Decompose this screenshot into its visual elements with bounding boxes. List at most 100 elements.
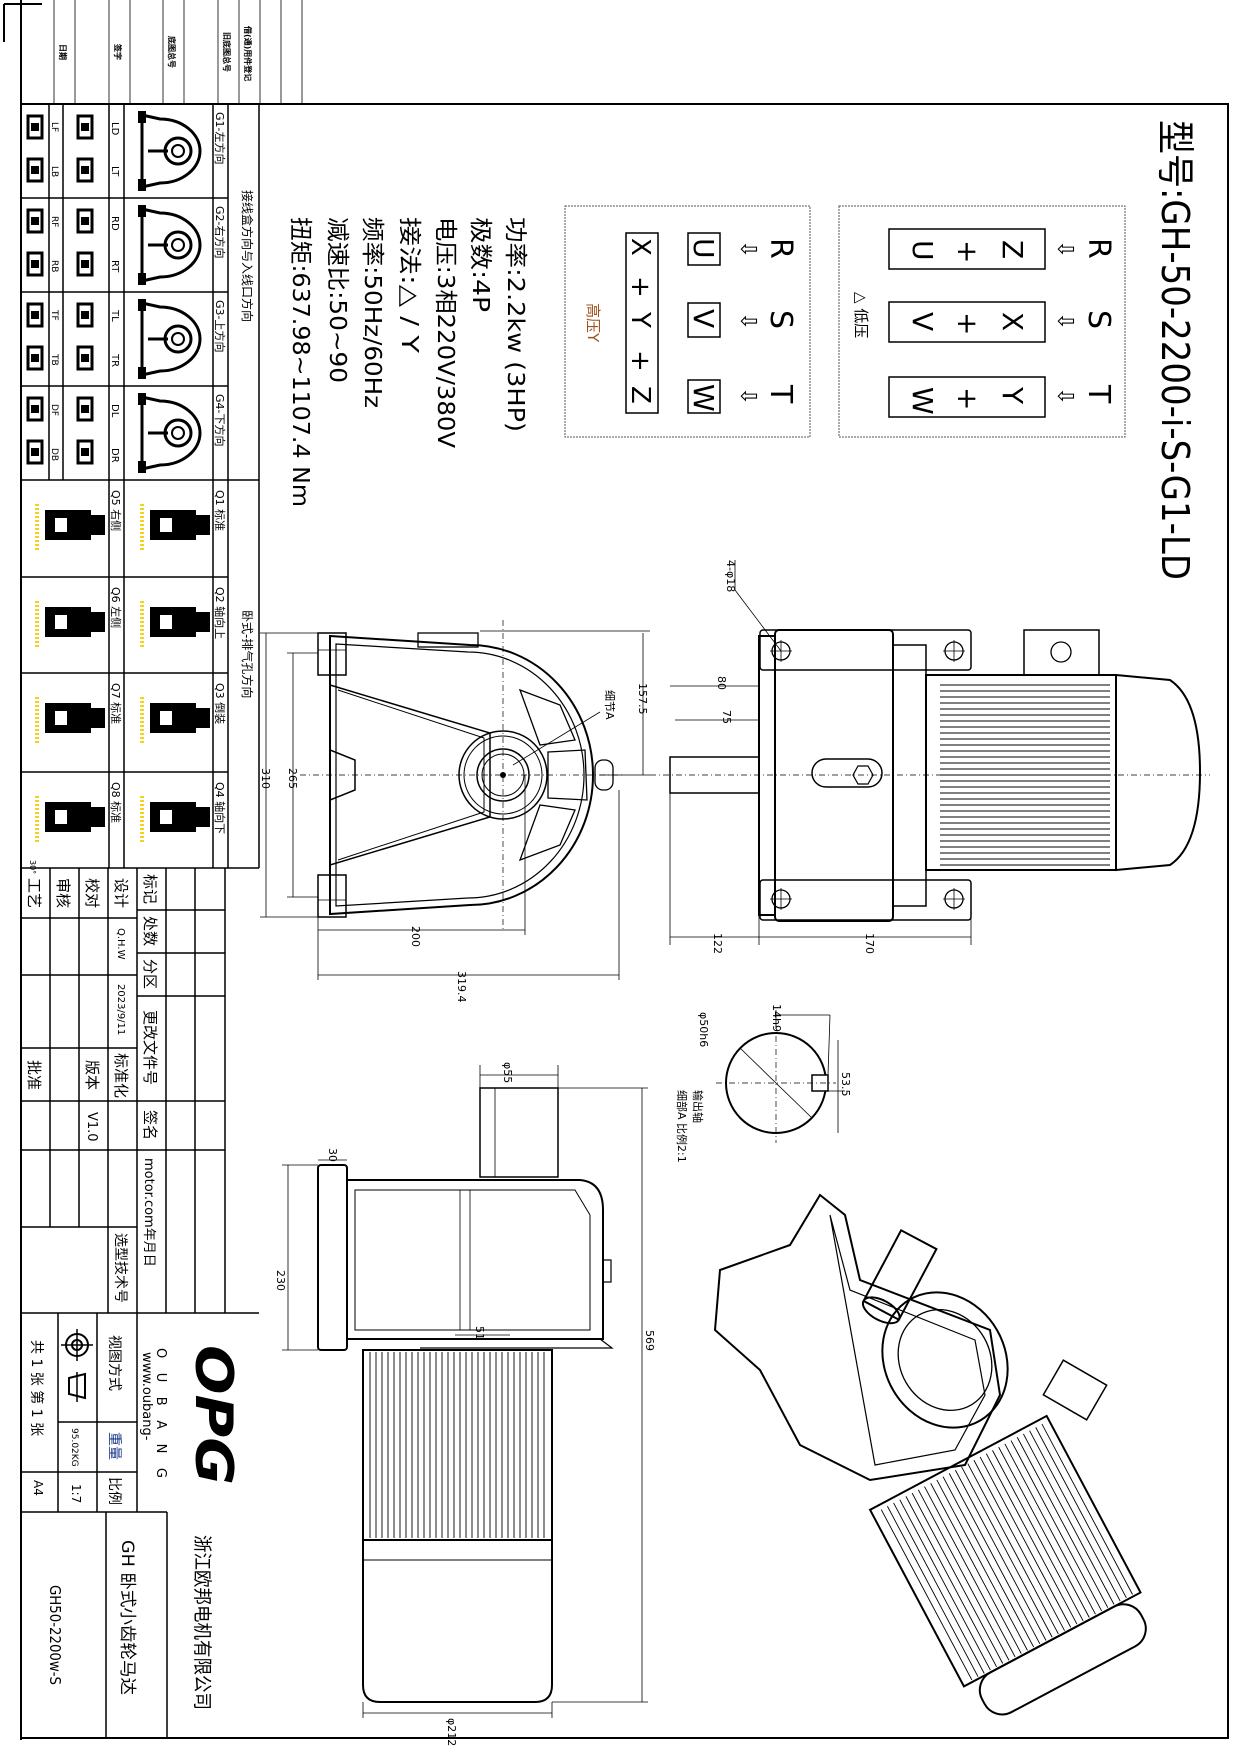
mounting-label: Q3 倒装 <box>213 683 226 724</box>
terminal-w: W <box>687 384 720 412</box>
terminal-box-icon <box>76 396 94 422</box>
logo-text: OPG <box>183 1345 243 1485</box>
terminal-u: U <box>687 238 720 259</box>
tb-check: 校对 <box>83 878 101 908</box>
position-code: RF <box>49 216 59 227</box>
tb-change-doc: 更改文件号 <box>141 1010 159 1085</box>
strip-borrow-register: 借(通)用件登记 <box>243 25 253 81</box>
phase-t: T <box>763 384 798 404</box>
terminal-box-icon <box>76 251 94 277</box>
tb-paper-size: A4 <box>31 1480 45 1496</box>
projection-symbol-icon <box>61 1329 93 1402</box>
tb-zone: 分区 <box>141 959 159 989</box>
plus: + <box>951 240 984 263</box>
plus: + <box>625 276 655 298</box>
position-code: LF <box>49 122 59 132</box>
terminal-box-icon <box>76 157 94 183</box>
spec-ratio: 减速比:50~90 <box>324 217 350 383</box>
spec-list: 功率:2.2kw (3HP) 极数:4P 电压:3相220V/380V 接法:△… <box>287 217 528 507</box>
detail-scale-label: 细部A 比例2:1 <box>675 1090 689 1163</box>
position-code: DL <box>109 404 120 418</box>
terminal-y: Y <box>625 311 655 328</box>
product-name: GH 卧式小齿轮马达 <box>117 1540 137 1695</box>
terminal-w: W <box>906 387 939 415</box>
dim-80: 80 <box>715 676 728 690</box>
dim-53-5: 53.5 <box>839 1072 852 1097</box>
dim-265: 265 <box>286 768 299 789</box>
wiring-low-voltage: R S T ⇩ ⇩ ⇩ Z + U X + V Y + W △ 低压 <box>838 205 1126 438</box>
tb-weight: 95.02KG <box>69 1428 79 1467</box>
position-code: TB <box>49 353 59 366</box>
strip-old-base-no: 旧底图总号 <box>222 32 232 72</box>
position-code: RT <box>109 260 120 273</box>
tb-design: 设计 <box>112 878 130 908</box>
dim-51: 51 <box>473 1326 486 1340</box>
spec-poles: 极数:4P <box>467 217 493 312</box>
terminal-x: X <box>996 312 1029 331</box>
horizontal-vent-title: 卧式-排气孔方向 <box>240 610 255 698</box>
arrow-down-icon: ⇩ <box>735 240 760 258</box>
strip-base-no: 底图总号 <box>167 35 177 68</box>
tb-approve: 批准 <box>25 1060 43 1090</box>
tb-weight-label: 重量 <box>106 1432 122 1460</box>
terminal-x: X <box>625 238 655 256</box>
mounting-row-g2: G2-右方向 RD RT RF RB <box>26 203 227 287</box>
plus: + <box>951 387 984 410</box>
motor-mount-icon <box>140 695 212 745</box>
dim-310: 310 <box>259 768 272 789</box>
motor-mount-icon <box>35 502 107 552</box>
tb-scale: 1:7 <box>69 1484 83 1503</box>
dim-30: 30 <box>326 1148 339 1162</box>
position-code: RB <box>49 260 59 272</box>
dim-phi50h6: φ50h6 <box>697 1012 710 1047</box>
brand-text: O U B A N G <box>153 1348 168 1478</box>
dim-holes: 4-φ18 <box>724 560 737 592</box>
position-code: TR <box>109 353 120 367</box>
title-block: 工艺 审核 校对 设计 标记 处数 分区 更改文件号 签名 Q.H.W 2023… <box>21 868 259 1738</box>
phase-r: R <box>1081 238 1116 259</box>
shaft-section-detail: 14h9 φ50h6 53.5 输出轴 细部A 比例2:1 <box>675 1004 852 1163</box>
dim-75: 75 <box>720 710 733 724</box>
motor-mount-icon <box>35 599 107 649</box>
angle-label: 30° <box>28 860 37 874</box>
drawing-frame <box>3 0 1229 1740</box>
mounting-label: Q1 标准 <box>213 490 227 531</box>
terminal-box-icon <box>26 157 44 183</box>
spec-voltage: 电压:3相220V/380V <box>432 217 458 448</box>
dim-122: 122 <box>711 933 724 954</box>
mounting-label: G2-右方向 <box>213 206 227 259</box>
terminal-v: V <box>687 309 720 328</box>
position-code: LD <box>109 122 120 136</box>
terminal-box-icon <box>26 396 44 422</box>
dim-319-4: 319.4 <box>455 971 468 1003</box>
tb-sign: 签名 <box>141 1110 159 1140</box>
dim-157-5: 157.5 <box>636 683 649 715</box>
arrow-down-icon: ⇩ <box>1052 312 1077 330</box>
spec-frequency: 频率:50Hz/60Hz <box>359 217 385 408</box>
motor-mount-icon <box>140 502 212 552</box>
terminal-u: U <box>906 240 939 261</box>
gearbox-face-icon <box>136 109 202 193</box>
mounting-label: G1-左方向 <box>213 112 227 165</box>
motor-mount-icon <box>35 695 107 745</box>
website-text: www.oubang- <box>139 1352 154 1441</box>
detail-a-label: 细节A <box>603 690 616 720</box>
position-code: RD <box>109 216 120 231</box>
position-code: DB <box>49 448 59 461</box>
motor-mount-icon <box>140 599 212 649</box>
top-register-strip: 日期 签字 底图总号 旧底图总号 借(通)用件登记 <box>53 0 303 104</box>
spec-power: 功率:2.2kw (3HP) <box>502 217 528 432</box>
terminal-z: Z <box>625 386 655 404</box>
plus: + <box>951 312 984 335</box>
position-code: TF <box>49 309 59 321</box>
drawing-number: GH50-2200w-S <box>46 1585 64 1685</box>
phase-t: T <box>1081 384 1116 404</box>
phase-s: S <box>763 310 798 329</box>
terminal-y: Y <box>996 386 1029 405</box>
position-code: LB <box>49 166 59 177</box>
opg-logo: OPG O U B A N G www.oubang- <box>139 1345 243 1485</box>
position-code: DR <box>109 448 120 463</box>
